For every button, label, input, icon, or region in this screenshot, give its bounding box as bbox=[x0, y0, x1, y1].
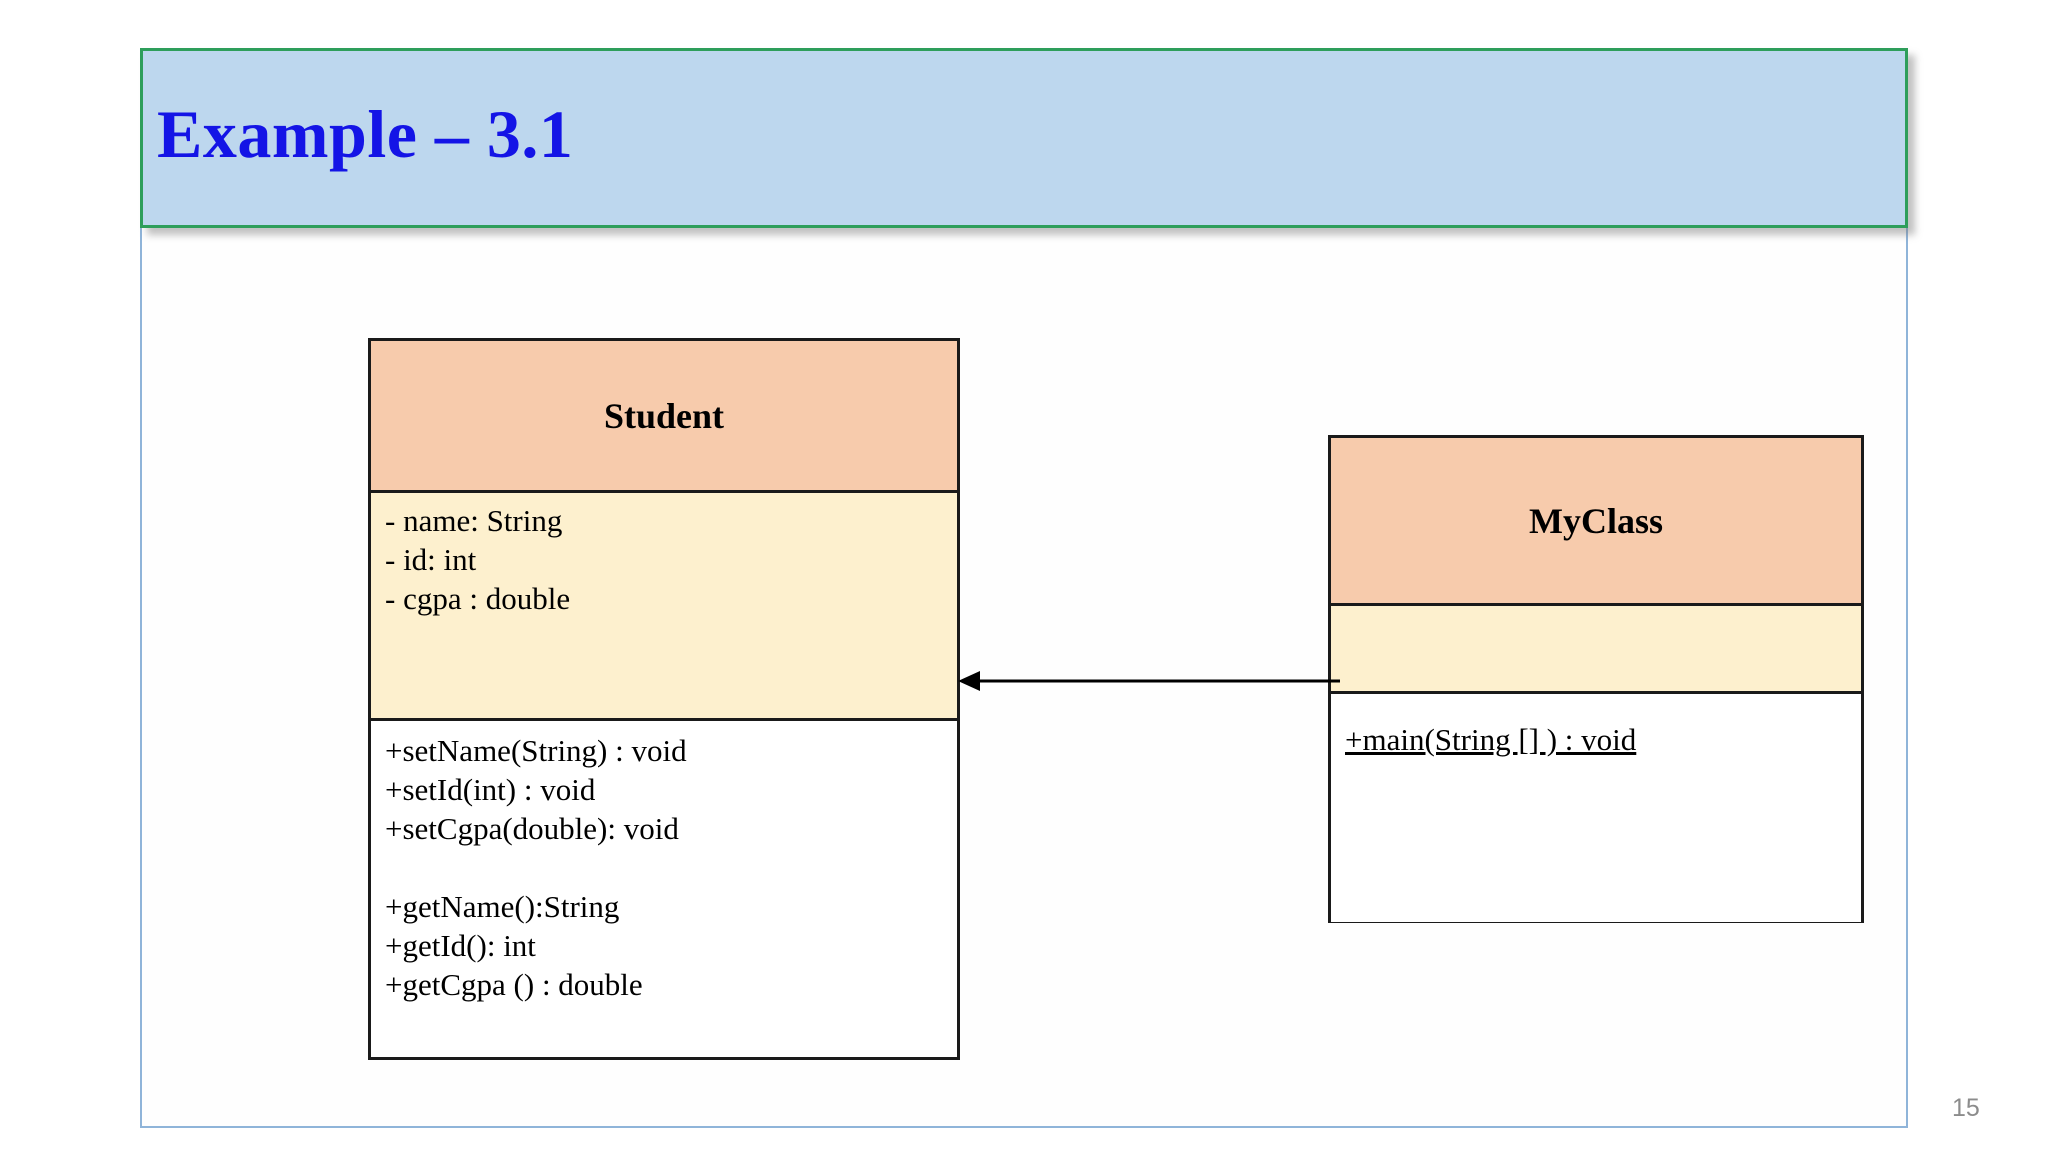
uml-class-student[interactable]: Student - name: String - id: int - cgpa … bbox=[368, 338, 960, 1060]
uml-class-header: MyClass bbox=[1331, 438, 1861, 606]
uml-method-row: +setCgpa(double): void bbox=[385, 811, 679, 846]
uml-class-myclass[interactable]: MyClass +main(String [] ) : void bbox=[1328, 435, 1864, 923]
uml-method-row: +setName(String) : void bbox=[385, 733, 687, 768]
uml-method-row: +getId(): int bbox=[385, 928, 536, 963]
uml-method-row: +setId(int) : void bbox=[385, 772, 596, 807]
uml-attributes-compartment bbox=[1331, 606, 1861, 694]
association-arrow bbox=[958, 671, 1340, 691]
uml-attribute-row: - id: int bbox=[385, 542, 477, 577]
uml-class-header: Student bbox=[371, 341, 957, 493]
uml-methods-compartment: +setName(String) : void +setId(int) : vo… bbox=[371, 721, 957, 1057]
uml-class-name: Student bbox=[603, 395, 725, 436]
page-number: 15 bbox=[1952, 1094, 1980, 1122]
uml-method-row-static: +main(String [] ) : void bbox=[1345, 722, 1637, 757]
uml-class-name: MyClass bbox=[1529, 500, 1663, 541]
uml-attributes-compartment: - name: String - id: int - cgpa : double bbox=[371, 493, 957, 721]
page-title: Example – 3.1 bbox=[157, 96, 574, 172]
uml-method-spacer bbox=[385, 852, 943, 891]
slide-title-banner: Example – 3.1 bbox=[140, 48, 1908, 228]
uml-attribute-row: - name: String bbox=[385, 503, 563, 538]
uml-method-row: +getName():String bbox=[385, 889, 620, 924]
arrowhead-icon bbox=[958, 671, 980, 691]
uml-attribute-row: - cgpa : double bbox=[385, 581, 571, 616]
uml-methods-compartment: +main(String [] ) : void bbox=[1331, 694, 1861, 922]
uml-method-row: +getCgpa () : double bbox=[385, 967, 643, 1002]
